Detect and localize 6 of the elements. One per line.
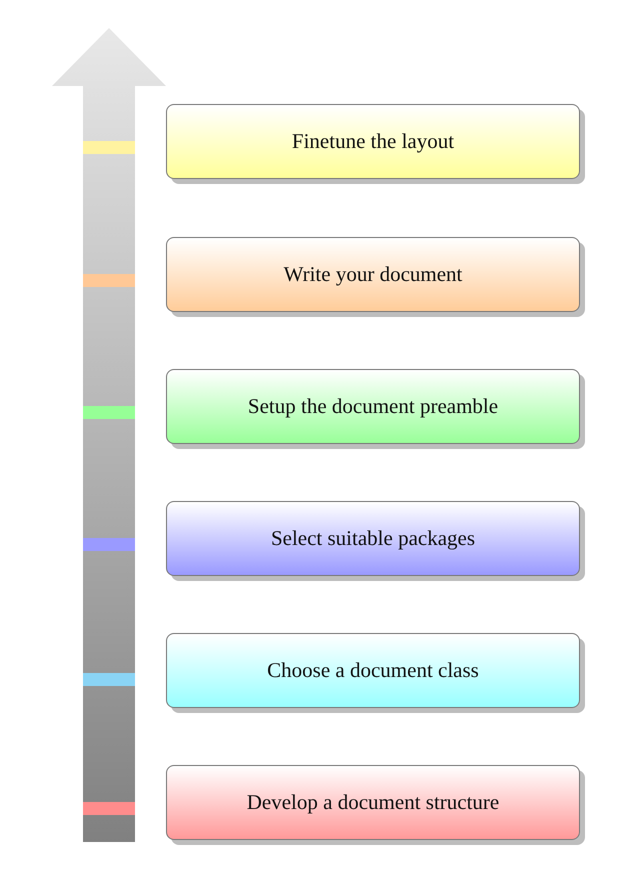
step-label: Setup the document preamble bbox=[248, 394, 498, 419]
step-label: Choose a document class bbox=[267, 658, 479, 683]
step-label: Select suitable packages bbox=[270, 526, 476, 551]
step-label: Write your document bbox=[284, 262, 462, 287]
step-label: Finetune the layout bbox=[292, 129, 454, 154]
step-label: Develop a document structure bbox=[246, 790, 500, 815]
